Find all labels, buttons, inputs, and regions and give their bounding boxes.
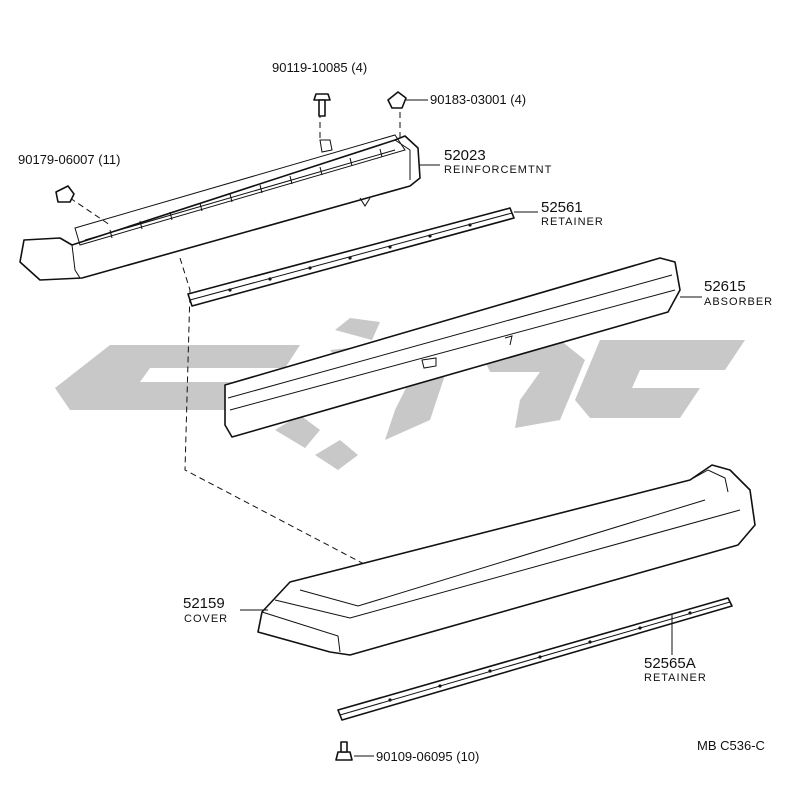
reinforcement-number: 52023 bbox=[444, 147, 486, 164]
bolt-bottom-icon bbox=[335, 741, 353, 761]
retainer-upper-part bbox=[187, 207, 515, 307]
absorber-name: ABSORBER bbox=[704, 296, 773, 308]
cap-nut-icon bbox=[55, 185, 75, 203]
reinforcement-part bbox=[19, 134, 421, 281]
bolt-top-icon bbox=[313, 93, 331, 117]
bolt-bottom-label: 90109-06095 (10) bbox=[376, 749, 479, 764]
absorber-number: 52615 bbox=[704, 278, 746, 295]
cover-number: 52159 bbox=[183, 595, 225, 612]
cap-nut-label: 90179-06007 (11) bbox=[18, 152, 120, 167]
absorber-part bbox=[224, 257, 681, 438]
retainer-upper-name: RETAINER bbox=[541, 216, 604, 228]
leader-lines bbox=[240, 99, 702, 757]
cover-name: COVER bbox=[184, 613, 228, 625]
nut-clip-icon bbox=[387, 91, 407, 109]
cover-part bbox=[257, 464, 756, 656]
retainer-lower-number: 52565A bbox=[644, 655, 696, 672]
retainer-upper-number: 52561 bbox=[541, 199, 583, 216]
bolt-top-label: 90119-10085 (4) bbox=[272, 60, 367, 75]
nut-clip-label: 90183-03001 (4) bbox=[430, 92, 526, 107]
diagram-code: MB C536-C bbox=[697, 738, 765, 753]
reinforcement-name: REINFORCEMTNT bbox=[444, 164, 552, 176]
retainer-lower-part bbox=[337, 597, 733, 721]
retainer-lower-name: RETAINER bbox=[644, 672, 707, 684]
